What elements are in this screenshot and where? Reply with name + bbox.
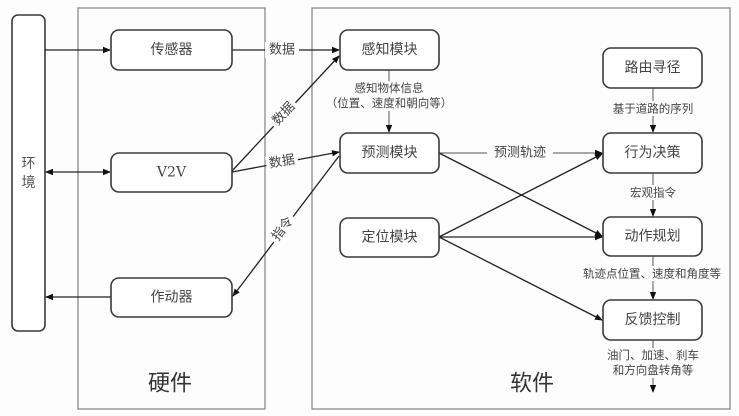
- edge-label-perceived-objects: 感知物体信息: [355, 81, 424, 95]
- node-control[interactable]: 反馈控制: [602, 299, 703, 341]
- software-title: 软件: [510, 372, 554, 397]
- environment-label-line1: 环: [22, 156, 36, 172]
- edge-label-throttle-brake: 油门、加速、刹车: [607, 348, 699, 362]
- node-actuator[interactable]: 作动器: [110, 277, 233, 318]
- node-localization-label: 定位模块: [362, 230, 418, 246]
- hardware-title: 硬件: [148, 372, 192, 397]
- environment-label-line2: 境: [22, 175, 36, 191]
- node-v2v-label: V2V: [156, 165, 187, 181]
- node-routing[interactable]: 路由寻径: [602, 47, 703, 89]
- edge-label-v2v-prediction-data: 数据: [268, 152, 296, 171]
- edge-prediction-to-motion: [438, 152, 603, 237]
- edge-label-trajectory-points: 轨迹点位置、速度和角度等: [583, 267, 721, 281]
- edge-label-steering: 和方向盘转角等: [613, 363, 694, 377]
- edge-label-predicted-trajectory: 预测轨迹: [494, 146, 546, 161]
- node-motion-label: 动作规划: [625, 229, 681, 245]
- edge-localization-to-control: [438, 236, 603, 321]
- node-v2v[interactable]: V2V: [110, 152, 233, 193]
- node-sensor-label: 传感器: [151, 41, 193, 58]
- edge-label-sensor-data: 数据: [269, 43, 295, 58]
- node-sensor[interactable]: 传感器: [110, 29, 233, 71]
- node-motion[interactable]: 动作规划: [602, 216, 703, 257]
- node-control-label: 反馈控制: [625, 312, 681, 328]
- node-prediction-label: 预测模块: [362, 145, 418, 161]
- node-localization[interactable]: 定位模块: [339, 217, 440, 258]
- node-prediction[interactable]: 预测模块: [339, 132, 440, 174]
- node-perception[interactable]: 感知模块: [339, 29, 440, 71]
- environment-node[interactable]: [11, 14, 46, 332]
- node-perception-label: 感知模块: [362, 41, 418, 58]
- edge-localization-to-behavior: [438, 153, 603, 238]
- node-actuator-label: 作动器: [151, 290, 193, 306]
- node-behavior[interactable]: 行为决策: [602, 132, 703, 174]
- node-routing-label: 路由寻径: [625, 60, 681, 76]
- hardware-frame: [77, 7, 266, 410]
- node-behavior-label: 行为决策: [625, 144, 681, 161]
- edge-label-macro-command: 宏观指令: [630, 186, 676, 200]
- edge-label-perceived-details: （位置、速度和朝向等）: [326, 96, 453, 110]
- edge-label-road-sequence: 基于道路的序列: [613, 102, 694, 116]
